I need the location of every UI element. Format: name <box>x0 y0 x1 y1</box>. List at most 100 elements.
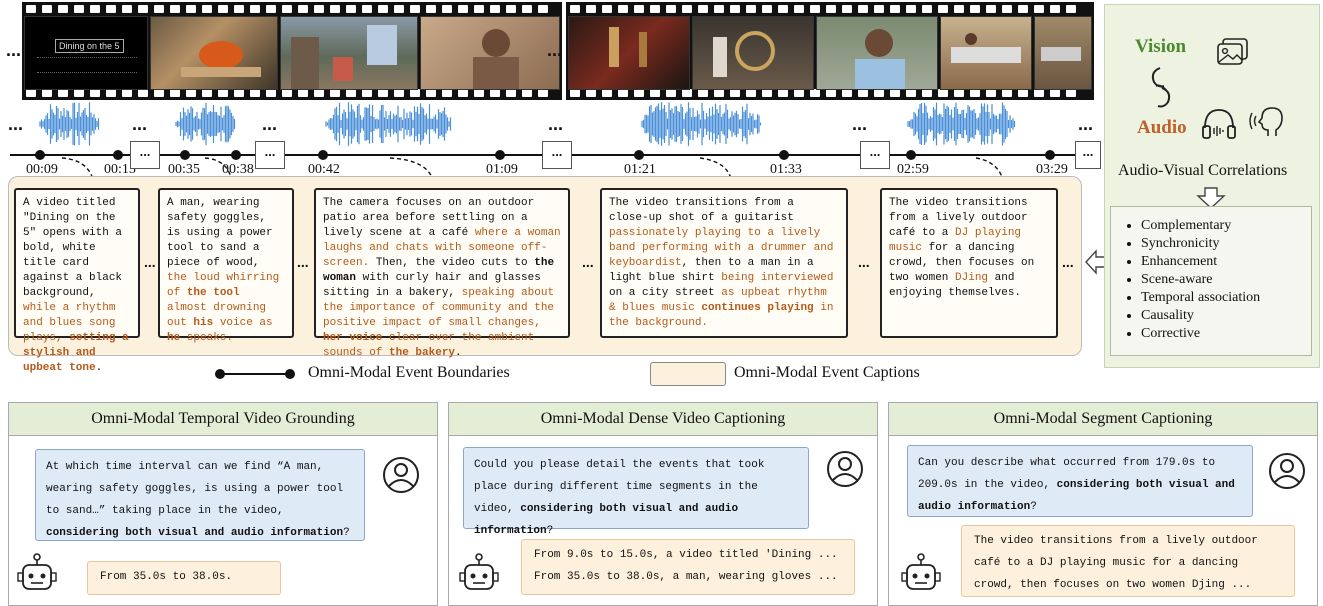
robot-icon <box>17 553 57 590</box>
time-label: 01:09 <box>486 162 518 177</box>
caption-text-span: the tool <box>186 287 240 299</box>
caption-text-span: continues playing <box>701 302 814 314</box>
video-frame-title-card: Dining on the 5 <box>24 16 148 90</box>
wave-ellipsis-2: ... <box>132 114 148 134</box>
video-frame-dj-street <box>940 16 1032 90</box>
wave-ellipsis-3: ... <box>262 114 278 134</box>
caption-text-span: for a dancing crowd, then focuses on two… <box>889 242 1035 284</box>
caption-text-span: being interviewed <box>721 272 834 284</box>
boundary-marker <box>180 150 190 160</box>
caption-text-span: speaking about the importance of communi… <box>323 287 555 329</box>
caption-text-span: A man, wearing safety goggles, is using … <box>167 197 273 269</box>
dj-street-scene <box>951 33 1021 63</box>
timeline-gap-box: ... <box>542 141 572 169</box>
wave-ellipsis-6: ... <box>1078 114 1094 134</box>
boundary-marker <box>779 150 789 160</box>
film-mid-ellipsis: ... <box>547 40 563 60</box>
time-label: 02:59 <box>897 162 929 177</box>
sprocket-holes <box>22 5 562 13</box>
task-panel-segment-captioning: Omni-Modal Segment Captioning Can you de… <box>888 402 1318 606</box>
video-frame-power-tool <box>150 16 278 90</box>
correlation-types-box: Complementary Synchronicity Enhancement … <box>1110 206 1312 356</box>
caption-ellipsis: ... <box>858 254 870 270</box>
caption-text-span: setting a stylish and upbeat tone <box>23 332 129 374</box>
question-text-span: considering both visual and audio inform… <box>474 503 739 537</box>
correlation-item: Causality <box>1141 307 1311 325</box>
caption-text-span: as upbeat rhythm & blues music <box>609 287 827 314</box>
audio-waveform <box>39 102 1016 146</box>
video-frame-interview <box>816 16 938 90</box>
model-answer: From 35.0s to 38.0s. <box>87 561 281 595</box>
guitarist-scene <box>609 27 647 67</box>
caption-text-span: A video titled "Dining on the 5" opens w… <box>23 197 123 299</box>
time-label: 00:42 <box>308 162 340 177</box>
dj-women-scene <box>1041 47 1081 61</box>
caption-text-span: where a woman laughs and chats with some… <box>323 227 561 269</box>
video-frame-guitarist <box>568 16 690 90</box>
caption-text-span: DJ playing music <box>889 227 1022 254</box>
image-icon <box>1217 38 1248 65</box>
caption-text-span: The video transitions from a lively outd… <box>889 197 1028 239</box>
vision-label: Vision <box>1135 36 1187 57</box>
task-panel-dense-captioning: Omni-Modal Dense Video Captioning Could … <box>448 402 878 606</box>
timeline-gap-box: ... <box>130 141 160 169</box>
correlation-types-list: Complementary Synchronicity Enhancement … <box>1141 217 1311 343</box>
caption-text-span: speaks. <box>180 332 234 344</box>
band-scene <box>713 31 775 77</box>
boundary-marker <box>35 150 45 160</box>
caption-text-span: the woman <box>323 257 555 284</box>
boundary-legend-label: Omni-Modal Event Boundaries <box>308 364 510 381</box>
boundary-legend-icon <box>215 369 295 379</box>
caption-text-span: and enjoying themselves. <box>889 272 1022 299</box>
wave-ellipsis-5: ... <box>852 114 868 134</box>
caption-text-span: her voice <box>323 332 383 344</box>
caption-text-span: Then, the video cuts to <box>369 257 535 269</box>
model-answer: From 9.0s to 15.0s, a video titled 'Dini… <box>521 539 855 595</box>
video-frame-band <box>692 16 814 90</box>
task-title: Omni-Modal Segment Captioning <box>889 403 1317 436</box>
boundary-marker <box>634 150 644 160</box>
user-avatar-icon <box>1269 453 1305 489</box>
caption-text-span: passionately playing to a lively band pe… <box>609 227 834 269</box>
correlations-title: Audio-Visual Correlations <box>1118 162 1288 179</box>
user-question: At which time interval can we find “A ma… <box>35 449 365 541</box>
question-text-span: considering both visual and audio inform… <box>46 527 344 539</box>
time-label: 00:15 <box>104 162 136 177</box>
caption-text-span: DJing <box>955 272 989 284</box>
boundary-marker <box>231 150 241 160</box>
caption-text-span: on a city street <box>609 287 722 299</box>
timeline-gap-box: ... <box>1075 141 1101 169</box>
time-label: 03:29 <box>1036 162 1068 177</box>
caption-text-span: The camera focuses on an outdoor patio a… <box>323 197 535 239</box>
caption-text-span: with curly hair and glasses sitting in a… <box>323 272 541 299</box>
robot-icon <box>459 553 499 590</box>
caption-card-1: A video titled "Dining on the 5" opens w… <box>14 188 140 374</box>
model-answer: The video transitions from a lively outd… <box>961 525 1295 597</box>
wave-ellipsis-4: ... <box>548 114 564 134</box>
film-strip-2 <box>566 2 1094 100</box>
video-frame-dj-women <box>1034 16 1092 90</box>
boundary-marker <box>113 150 123 160</box>
link-chain-icon <box>1151 67 1171 108</box>
user-question: Could you please detail the events that … <box>463 447 809 537</box>
caption-ellipsis: ... <box>297 254 309 270</box>
correlation-item: Corrective <box>1141 325 1311 343</box>
answer-line: From 35.0s to 38.0s. <box>100 571 233 583</box>
caption-text-span: in the background. <box>609 302 834 329</box>
sprocket-holes <box>566 5 1094 13</box>
question-text-span: At which time interval can we find “A ma… <box>46 461 344 517</box>
title-card-text: Dining on the 5 <box>55 39 124 53</box>
patio-scene <box>291 25 397 89</box>
question-text-span: ? <box>546 525 554 537</box>
interview-scene <box>855 29 905 89</box>
caption-ellipsis: ... <box>582 254 594 270</box>
caption-ellipsis: ... <box>1062 254 1074 270</box>
question-text-span: Can you describe what occurred from 179.… <box>918 457 1216 491</box>
caption-legend-swatch <box>650 362 726 386</box>
correlation-item: Enhancement <box>1141 253 1311 271</box>
caption-text-span: clear over the ambient sounds of <box>323 332 535 359</box>
user-question: Can you describe what occurred from 179.… <box>907 445 1253 517</box>
sprocket-holes <box>22 89 562 97</box>
correlation-item: Complementary <box>1141 217 1311 235</box>
audio-label: Audio <box>1137 117 1187 138</box>
